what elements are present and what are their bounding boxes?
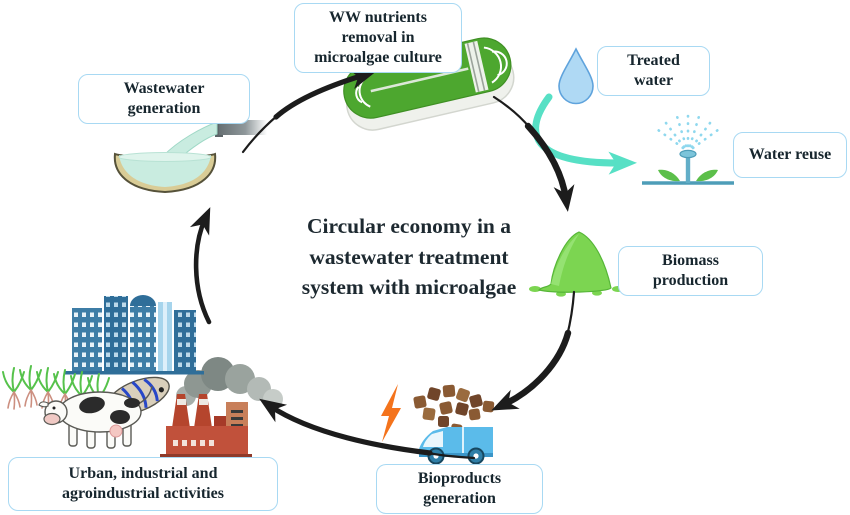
cow-icon <box>38 385 153 449</box>
label-box-urban-activities: Urban, industrial and agroindustrial act… <box>8 457 278 511</box>
label-box-bioproducts-generation: Bioproducts generation <box>376 464 543 514</box>
label-box-ww-nutrients-removal: WW nutrients removal in microalgae cultu… <box>294 3 462 73</box>
label-box-water-reuse: Water reuse <box>733 132 847 178</box>
label-text: WW nutrients removal in microalgae cultu… <box>314 9 442 66</box>
label-text: Treated water <box>627 52 680 89</box>
label-box-wastewater-generation: Wastewater generation <box>78 74 250 124</box>
faucet-basin-icon <box>113 118 267 194</box>
water-drop-icon <box>558 47 594 105</box>
city-buildings-icon <box>64 295 204 375</box>
label-text: Urban, industrial and agroindustrial act… <box>62 465 224 502</box>
label-box-treated-water: Treated water <box>597 46 710 96</box>
lightning-icon <box>381 384 401 442</box>
label-text: Biomass production <box>652 252 729 289</box>
label-box-biomass-production: Biomass production <box>618 246 763 296</box>
sprinkler-icon <box>642 108 734 185</box>
label-text: Wastewater generation <box>123 80 205 117</box>
diagram-title: Circular economy in a wastewater treatme… <box>301 214 517 300</box>
factory-icon <box>160 394 252 457</box>
arrow-biomass-to-bioproducts <box>491 290 576 411</box>
label-text: Water reuse <box>748 146 832 163</box>
arrow-pond-to-biomass <box>492 95 575 212</box>
arrow-bioproducts-to-urban <box>259 398 476 460</box>
arrow-wastewater-to-pond <box>241 68 377 154</box>
arrow-urban-to-wastewater <box>189 207 212 325</box>
raceway-pond-icon <box>343 37 515 131</box>
label-text: Bioproducts generation <box>417 470 502 507</box>
van-icon <box>419 427 493 465</box>
